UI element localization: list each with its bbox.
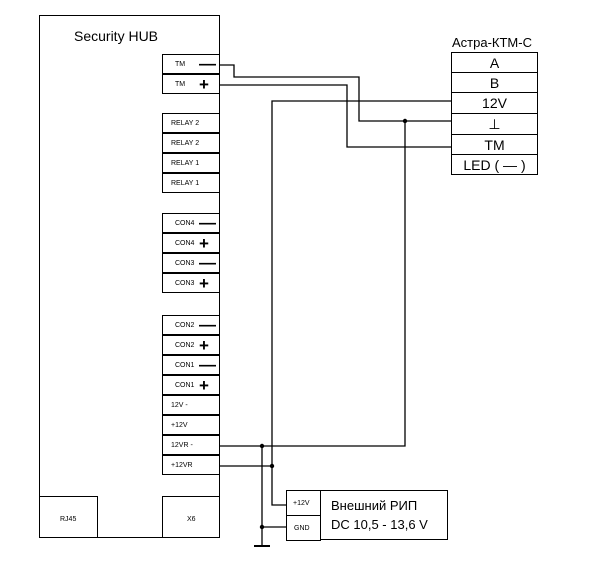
junction-dot [402, 118, 408, 124]
plus-icon: + [199, 274, 209, 293]
ktm-row-12v: 12V [452, 93, 537, 114]
terminal-label: RELAY 2 [171, 120, 200, 127]
minus-icon: — [199, 213, 216, 232]
terminal-cell: CON1 — [162, 355, 220, 375]
junction-dot [259, 443, 265, 449]
plus-icon: + [199, 234, 209, 253]
psu-block: +12V GND Внешний РИП DC 10,5 - 13,6 V [286, 490, 448, 541]
x6-label: X6 [187, 516, 196, 523]
terminal-label: CON1 [175, 382, 195, 389]
terminal-cell: CON2 + [162, 335, 220, 355]
ktm-block: A B 12V ⊥ TM LED ( — ) [451, 52, 538, 175]
x6-port: X6 [162, 496, 220, 538]
terminal-label: CON3 [175, 280, 195, 287]
terminal-cell: CON1 + [162, 375, 220, 395]
plus-icon: + [199, 75, 209, 94]
terminal-cell: CON4 — [162, 213, 220, 233]
terminal-cell: +12VR [162, 455, 220, 475]
ktm-row-a: A [452, 53, 537, 73]
plus-icon: + [199, 376, 209, 395]
ktm-row-ground: ⊥ [452, 114, 537, 135]
wire-tm-plus [220, 84, 451, 148]
terminal-cell: 12VR - [162, 435, 220, 455]
terminal-label: RELAY 1 [171, 160, 200, 167]
ktm-row-tm: TM [452, 135, 537, 155]
minus-icon: — [199, 54, 216, 73]
psu-name: Внешний РИП [331, 498, 418, 513]
psu-plus-label: +12V [293, 500, 310, 507]
psu-gnd-label: GND [294, 525, 310, 532]
wire-tm-minus [220, 64, 451, 122]
terminal-label: 12VR - [171, 442, 193, 449]
rj45-label: RJ45 [60, 516, 77, 523]
terminal-cell: CON2 — [162, 315, 220, 335]
terminal-cell: RELAY 1 [162, 173, 220, 193]
plus-icon: + [199, 336, 209, 355]
terminal-cell: CON4 + [162, 233, 220, 253]
terminal-label: CON2 [175, 322, 195, 329]
terminal-cell: RELAY 1 [162, 153, 220, 173]
ktm-title: Астра-КТМ-С [452, 35, 532, 50]
wire-12v [271, 100, 451, 506]
terminal-label: TM [175, 81, 186, 88]
terminal-label: CON4 [175, 240, 195, 247]
terminal-label: CON4 [175, 220, 195, 227]
terminal-label: TM [175, 61, 186, 68]
rj45-port: RJ45 [39, 496, 98, 538]
ktm-row-b: B [452, 73, 537, 93]
terminal-label: RELAY 2 [171, 140, 200, 147]
terminal-label: CON2 [175, 342, 195, 349]
psu-range: DC 10,5 - 13,6 V [331, 517, 428, 532]
terminal-cell: RELAY 2 [162, 113, 220, 133]
junction-dot [269, 463, 275, 469]
psu-gnd-terminal: GND [286, 515, 321, 541]
terminal-label: +12VR [171, 462, 193, 469]
terminal-cell: CON3 — [162, 253, 220, 273]
wire-gnd [261, 446, 286, 528]
terminal-cell: CON3 + [162, 273, 220, 293]
junction-dot [259, 524, 265, 530]
minus-icon: — [199, 253, 216, 272]
minus-icon: — [199, 355, 216, 374]
terminal-label: +12V [171, 422, 188, 429]
ktm-row-led: LED ( — ) [463, 157, 526, 173]
terminal-cell: TM + [162, 74, 220, 94]
terminal-label: 12V - [171, 402, 188, 409]
terminal-label: CON1 [175, 362, 195, 369]
wire-ground-ktm [220, 121, 406, 447]
terminal-cell: 12V - [162, 395, 220, 415]
security-hub-title: Security HUB [74, 28, 159, 44]
terminal-label: RELAY 1 [171, 180, 200, 187]
minus-icon: — [199, 315, 216, 334]
terminal-cell: +12V [162, 415, 220, 435]
terminal-cell: TM — [162, 54, 220, 74]
terminal-label: CON3 [175, 260, 195, 267]
terminal-cell: RELAY 2 [162, 133, 220, 153]
